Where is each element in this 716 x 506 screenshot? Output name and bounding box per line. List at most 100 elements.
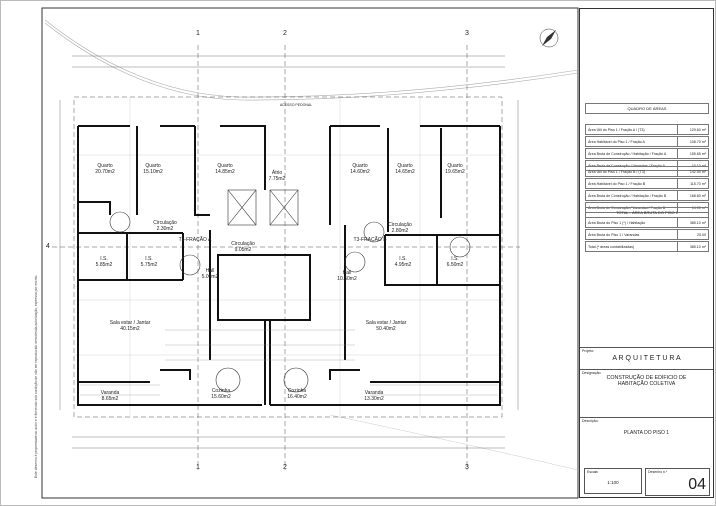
room-area: 10.50m2: [337, 276, 357, 282]
room-area: 13.30m2: [364, 396, 384, 402]
room-name: Quarto: [352, 163, 368, 169]
room-area: 15.10m2: [143, 169, 163, 175]
fraction-label: T3-FRAÇÃO B: [353, 237, 387, 243]
room-area: 5.75m2: [140, 262, 158, 268]
room-name: Hall: [342, 270, 352, 276]
room-name: Circulação: [153, 220, 177, 226]
designation-label: Designação:: [582, 371, 602, 375]
room-name: Quarto: [97, 163, 113, 169]
room-area: 40.15m2: [120, 326, 140, 332]
scale-label: Escala:: [587, 470, 599, 474]
room-area: 4.95m2: [394, 262, 412, 268]
scale-value: 1:100: [607, 480, 619, 485]
area-label: Área Bruta de Construção / Habitação / F…: [588, 151, 667, 156]
area-label: Área Bruta de Construção / Varandas / Fr…: [588, 163, 666, 168]
area-label: Área Habitável do Piso 1 / Fração B: [588, 181, 646, 186]
area-value: 25.00: [677, 230, 708, 239]
room-name: Quarto: [145, 163, 161, 169]
area-value: 115.70 m²: [677, 179, 708, 188]
room-label: I.S.5.75m2: [141, 256, 158, 268]
area-row: Área Bruta do Piso 1 / Varandas 25.00: [585, 229, 709, 240]
room-name: I.S.: [145, 256, 153, 262]
area-row: Área Habitável do Piso 1 / Fração B 115.7…: [585, 178, 709, 189]
room-name: Varanda: [364, 390, 384, 396]
room-label: I.S.6.50m2: [447, 256, 464, 268]
area-label: Área Útil do Piso 1 / Fração A / (T3): [588, 127, 645, 132]
total-title: TOTAL - ÁREA BRUTA DO PISO 1: [585, 207, 709, 217]
axis-label: 1: [196, 30, 200, 37]
room-name: Varanda: [100, 390, 120, 396]
area-row: Área Bruta de Construção / Habitação / F…: [585, 190, 709, 201]
room-area: 5.85m2: [95, 262, 113, 268]
area-label: Área Habitável do Piso 1 / Fração A: [588, 139, 645, 144]
room-name: Quarto: [447, 163, 463, 169]
area-value: 168.60 m²: [677, 191, 708, 200]
area-value: 10.10 m²: [677, 161, 708, 170]
room-name: Sala estar / Jantar: [109, 320, 151, 326]
room-name: Sala estar / Jantar: [365, 320, 407, 326]
room-name: Átrio: [271, 170, 283, 176]
designation: CONSTRUÇÃO DE EDIFICIO DE HABITAÇÃO COLE…: [606, 375, 687, 387]
area-value: 108.70 m²: [677, 137, 708, 146]
room-area: 14.60m2: [350, 169, 370, 175]
area-row: Área Bruta de Construção / Varandas / Fr…: [585, 160, 709, 171]
area-row: Área Bruta de Construção / Habitação / F…: [585, 148, 709, 159]
project-name: A R Q U I T E T U R A: [612, 355, 681, 362]
drawing-number: 04: [688, 476, 706, 493]
axis-label: 4: [46, 243, 50, 250]
room-name: I.S.: [100, 256, 108, 262]
room-name: I.S.: [399, 256, 407, 262]
room-area: 20.70m2: [95, 169, 115, 175]
area-value: 129.60 m²: [677, 125, 708, 134]
area-label: Área Bruta de Construção / Habitação / F…: [588, 193, 667, 198]
copyright-note: Este desenho é propriedade do autor e é …: [34, 274, 38, 478]
room-area: 2.80m2: [391, 228, 409, 234]
axis-label: 3: [465, 30, 469, 37]
axis-label: 1: [196, 464, 200, 471]
room-area: 2.30m2: [156, 226, 174, 232]
room-name: Circulação: [231, 241, 255, 247]
area-label: Área Bruta do Piso 1 / Varandas: [588, 232, 640, 237]
description: PLANTA DO PISO 1: [623, 430, 670, 436]
room-area: 50.40m2: [376, 326, 396, 332]
room-area: 19.65m2: [445, 169, 465, 175]
axis-label: 2: [283, 30, 287, 37]
fraction-label: T3-FRAÇÃO A: [178, 237, 212, 243]
areas-title: QUADRO DE ÁREAS: [585, 103, 709, 114]
room-name: Hall: [205, 268, 215, 274]
area-row: Área Habitável do Piso 1 / Fração A 108.7…: [585, 136, 709, 147]
north-arrow-icon: [539, 28, 559, 48]
room-name: Cozinha: [211, 388, 231, 394]
room-label: I.S.5.85m2: [96, 256, 113, 268]
area-value: 142.90 m²: [677, 167, 708, 176]
room-area: 14.65m2: [395, 169, 415, 175]
axis-label: 3: [465, 464, 469, 471]
room-area: 16.40m2: [287, 394, 307, 400]
room-name: I.S.: [451, 256, 459, 262]
area-row: Área Útil do Piso 1 / Fração A / (T3) 129…: [585, 124, 709, 135]
drawing-number-label: Desenho n.º: [648, 470, 668, 474]
room-area: 5.00m2: [201, 274, 219, 280]
room-name: Quarto: [397, 163, 413, 169]
area-row: Área Útil do Piso 1 / Fração B / (T3)142…: [585, 166, 709, 177]
room-name: Quarto: [217, 163, 233, 169]
project-label: Projeto:: [582, 349, 595, 353]
